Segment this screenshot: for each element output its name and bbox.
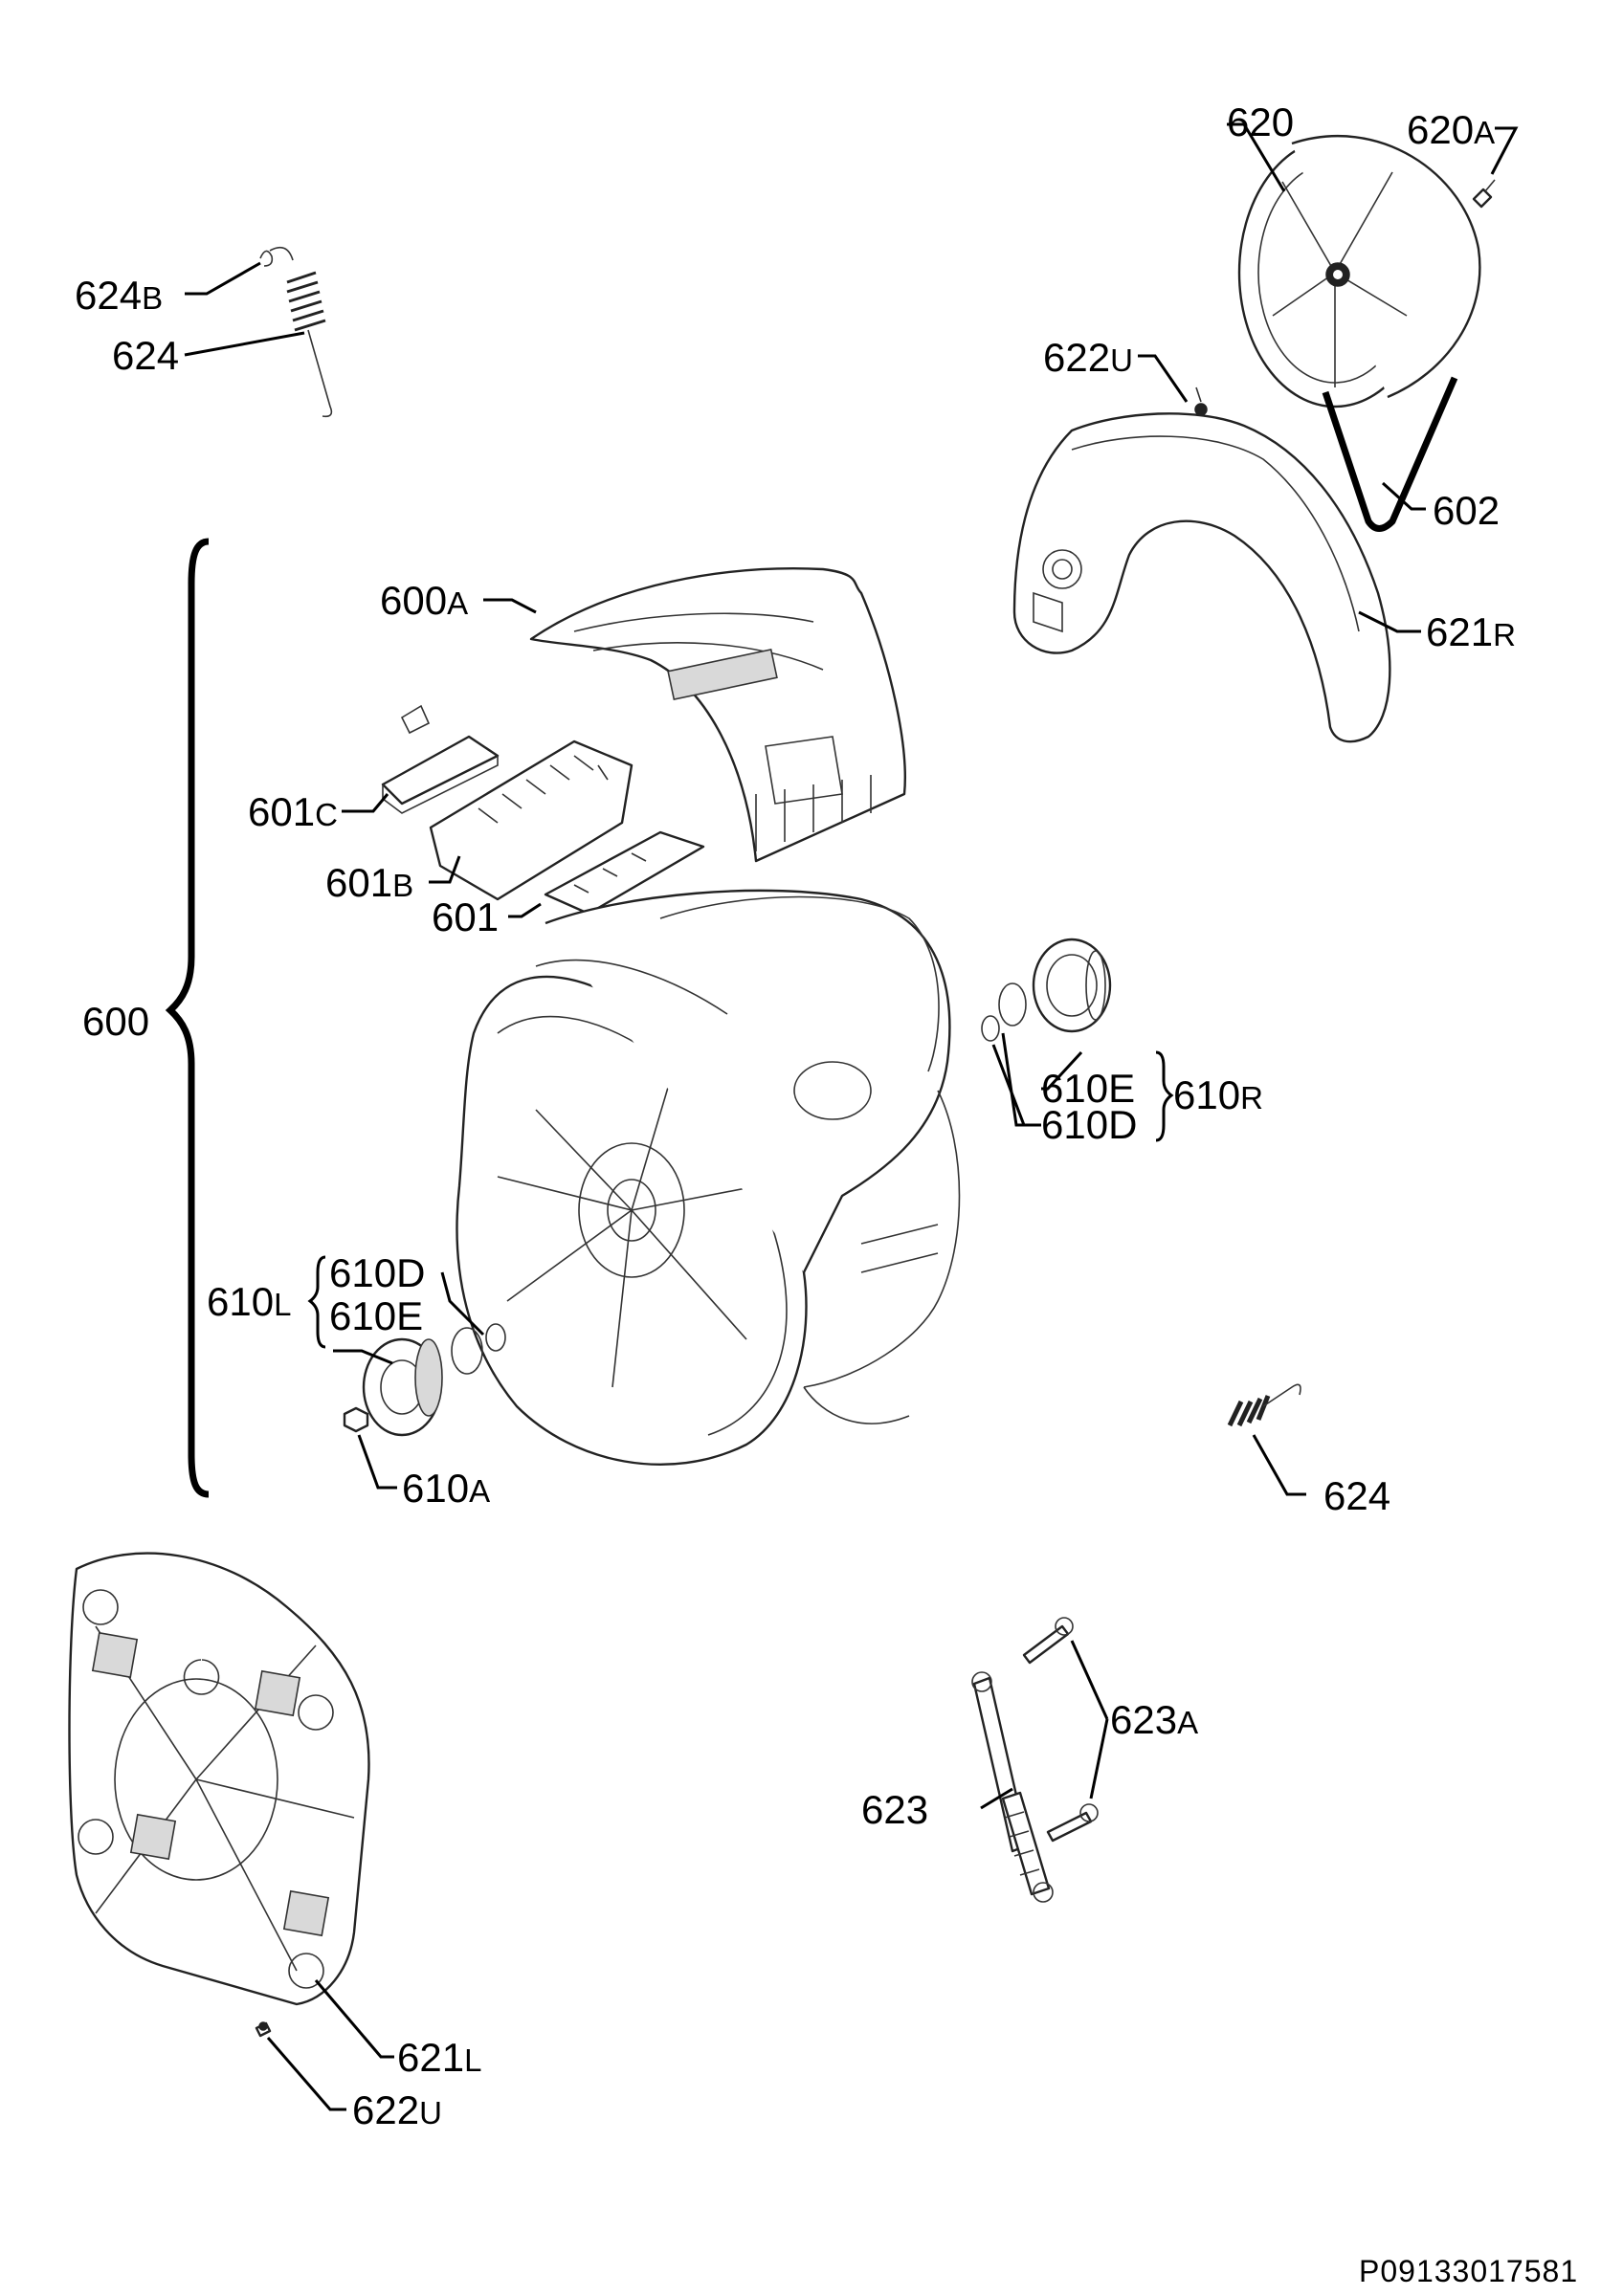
callout-623: 623 (861, 1787, 928, 1832)
washer-610D-right (981, 1015, 1000, 1042)
callout-601: 601 (432, 894, 499, 939)
spring-624-bottom (1227, 1383, 1301, 1427)
spring-624-top (269, 246, 333, 418)
brace-600 (165, 538, 210, 1498)
shock-absorber-623 (971, 1671, 1054, 1903)
screw-622U-bottom (255, 2021, 272, 2038)
callout-624-bottom: 624 (1323, 1473, 1390, 1518)
callout-600: 600 (82, 999, 149, 1044)
pin-623A-top (1022, 1617, 1074, 1665)
callout-623A: 623A (1110, 1697, 1198, 1742)
belt-602 (1322, 376, 1458, 532)
bearing-610L (362, 1337, 443, 1437)
callout-601C: 601C (248, 789, 338, 834)
document-id: P09133017581 (1359, 2254, 1578, 2288)
callout-610E-right: 610E (1041, 1066, 1135, 1111)
tub-assembly-600 (456, 889, 961, 1467)
callout-610E-left: 610E (329, 1293, 423, 1338)
screw-622U-top (1194, 386, 1208, 416)
pin-623A-bottom (1046, 1803, 1099, 1843)
callout-622U-bottom: 622U (352, 2087, 442, 2132)
brace-610L (307, 1255, 326, 1349)
callout-624B: 624B (75, 273, 163, 318)
callout-601B: 601B (325, 860, 413, 905)
oring-610E-right (998, 982, 1027, 1027)
callout-621L: 621L (397, 2035, 481, 2080)
pulley-620 (1237, 134, 1481, 408)
callout-610D-right: 610D (1041, 1102, 1137, 1147)
callout-620A: 620A (1407, 107, 1495, 152)
brace-610R (1155, 1050, 1174, 1142)
bolt-620A (1472, 179, 1496, 209)
leader-lines (184, 122, 1519, 2111)
callout-610L: 610L (207, 1279, 291, 1324)
callout-620: 620 (1227, 99, 1294, 144)
nozzle-block-601B (429, 740, 634, 901)
lever-601C (381, 704, 500, 814)
oring-610E-left (451, 1327, 483, 1375)
callout-610A: 610A (402, 1466, 490, 1511)
bearing-610R (1032, 938, 1112, 1033)
counterweight-621L (68, 1552, 370, 2006)
callout-610D-left: 610D (329, 1250, 425, 1295)
seal-601 (544, 830, 705, 916)
counterweight-621R (1012, 412, 1391, 743)
callout-621R: 621R (1426, 609, 1516, 654)
nut-610A (343, 1406, 369, 1433)
callout-624-top: 624 (112, 333, 179, 378)
washer-610D-left (485, 1323, 506, 1352)
callout-610R: 610R (1173, 1072, 1263, 1117)
callout-622U-top: 622U (1043, 335, 1133, 380)
callout-602: 602 (1433, 488, 1500, 533)
callout-600A: 600A (380, 578, 468, 623)
tub-cover-600A (529, 567, 906, 863)
clip-624B (259, 250, 274, 267)
